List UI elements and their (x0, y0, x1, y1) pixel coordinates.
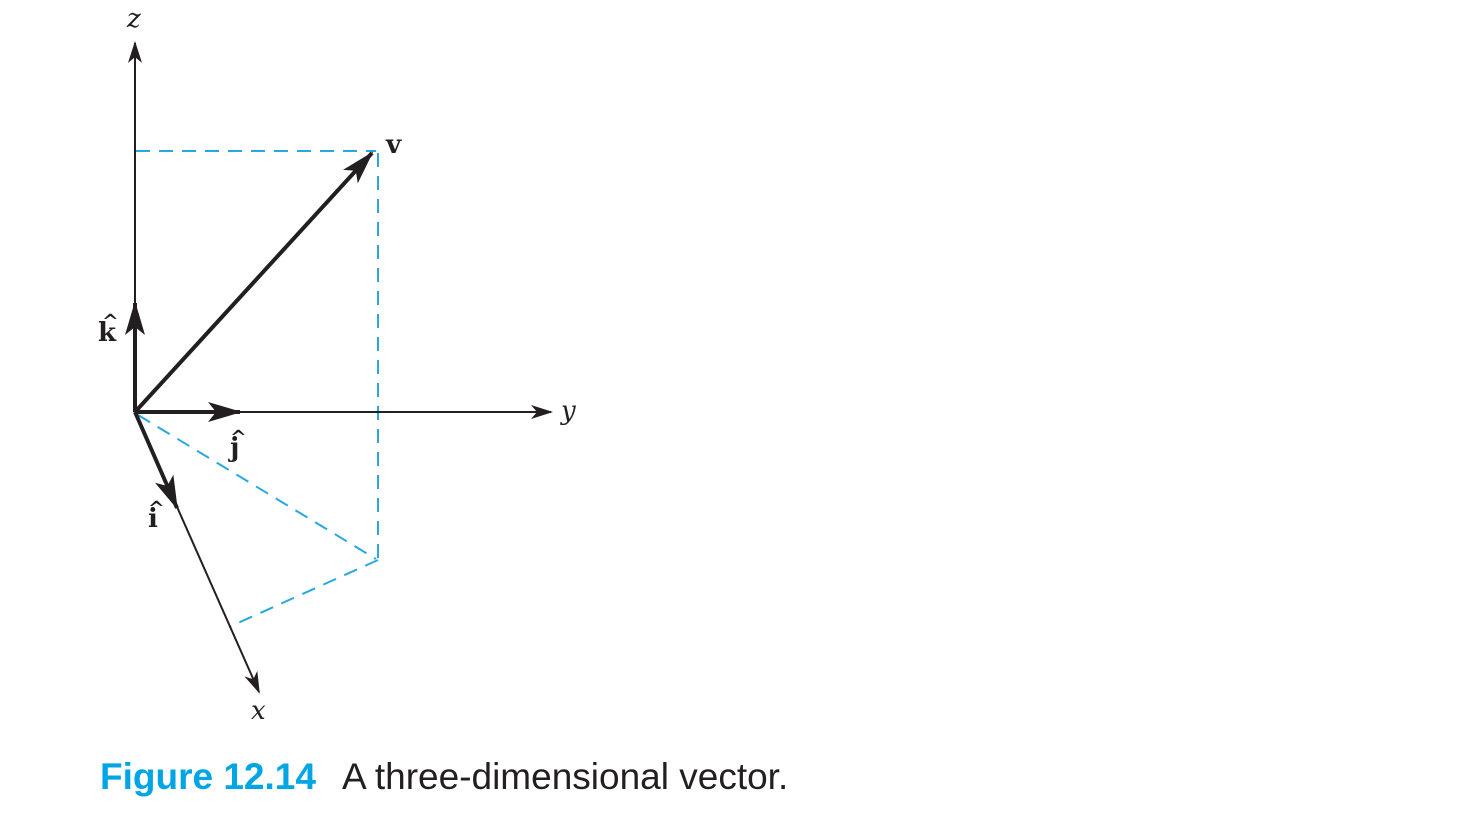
j-hat-mark: ^ (230, 425, 247, 449)
xy-diagonal-projection-line (137, 414, 377, 560)
k-hat-mark: ^ (102, 309, 119, 333)
axes (128, 41, 553, 694)
i-unit-vector-label: i (148, 504, 158, 534)
figure-caption: Figure 12.14 A three-dimensional vector. (100, 752, 788, 802)
y-axis-label: y (560, 396, 576, 426)
figure-number: Figure 12.14 (100, 756, 316, 797)
z-axis-label: z (126, 4, 141, 34)
v-vector-label: v (385, 130, 402, 160)
j-unit-vector-label: j (228, 433, 239, 463)
x-projection-line (228, 559, 379, 628)
projection-lines (136, 150, 379, 628)
i-unit-vector-arrow (133, 411, 179, 510)
v-vector-arrow (133, 151, 374, 414)
k-unit-vector-label: k (98, 318, 117, 348)
x-axis-label: x (251, 696, 266, 726)
caption-text: A three-dimensional vector. (341, 756, 789, 797)
vectors (125, 151, 374, 510)
i-hat-mark: ^ (148, 496, 165, 520)
